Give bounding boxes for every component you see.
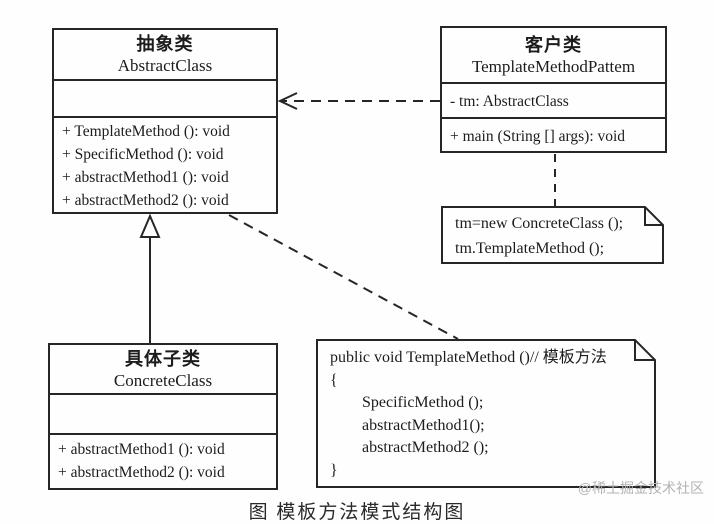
class-box-client: 客户类 TemplateMethodPattem - tm: AbstractC… [440,26,667,153]
note-code-line: SpecificMethod (); [362,394,484,411]
note-code-line: abstractMethod1(); [362,416,485,434]
class-title-client: 客户类 TemplateMethodPattem [442,28,665,84]
methods-compartment: + main (String [] args): void [442,119,665,151]
note-code-line: } [330,461,338,479]
class-box-abstract: 抽象类 AbstractClass + TemplateMethod (): v… [52,28,278,214]
attributes-compartment-empty [54,81,276,118]
class-title-abstract: 抽象类 AbstractClass [54,30,276,82]
methods-compartment: + TemplateMethod (): void + SpecificMeth… [54,118,276,212]
method-item: + SpecificMethod (): void [62,146,224,163]
note-fold-icon [634,340,655,361]
method-item: + abstractMethod2 (): void [58,464,225,481]
attribute-item: - tm: AbstractClass [450,93,569,110]
note-link-template-method [228,214,459,340]
dependency-arrow-client-to-abstract [277,92,440,110]
class-name-cn: 具体子类 [125,348,201,369]
note-code-line: public void TemplateMethod ()// 模板方法 [330,349,607,366]
class-name-cn: 抽象类 [136,34,194,55]
attributes-compartment: - tm: AbstractClass [442,84,665,119]
class-title-concrete: 具体子类 ConcreteClass [50,345,276,395]
figure-caption: 图 模板方法模式结构图 [248,502,466,523]
note-code-line: tm=new ConcreteClass (); [455,215,624,232]
method-item: + TemplateMethod (): void [62,123,230,140]
open-arrowhead-icon [277,92,298,110]
note-fold-icon [644,207,663,226]
note-code-line: tm.TemplateMethod (); [455,240,605,257]
hollow-triangle-icon [139,213,161,238]
attributes-compartment-empty [50,395,276,435]
note-code-line: { [330,371,338,389]
watermark: @稀土掘金技术社区 [577,480,704,496]
note-code-line: abstractMethod2 (); [362,439,489,456]
method-item: + abstractMethod1 (): void [62,169,229,186]
class-name-cn: 客户类 [525,34,582,55]
method-item: + main (String [] args): void [450,127,626,145]
client-note: tm=new ConcreteClass (); tm.TemplateMeth… [455,211,623,261]
inheritance-arrow-concrete-to-abstract [139,213,161,343]
methods-compartment: + abstractMethod1 (): void + abstractMet… [50,435,276,488]
class-name-en: AbstractClass [117,56,213,76]
template-method-note: public void TemplateMethod ()// 模板方法 { S… [330,347,607,482]
class-box-concrete: 具体子类 ConcreteClass + abstractMethod1 ():… [48,343,278,490]
class-name-en: ConcreteClass [113,370,213,390]
uml-diagram-canvas: 抽象类 AbstractClass + TemplateMethod (): v… [48,26,704,523]
class-name-en: TemplateMethodPattem [471,56,636,76]
method-item: + abstractMethod2 (): void [62,192,229,209]
method-item: + abstractMethod1 (): void [58,441,225,458]
